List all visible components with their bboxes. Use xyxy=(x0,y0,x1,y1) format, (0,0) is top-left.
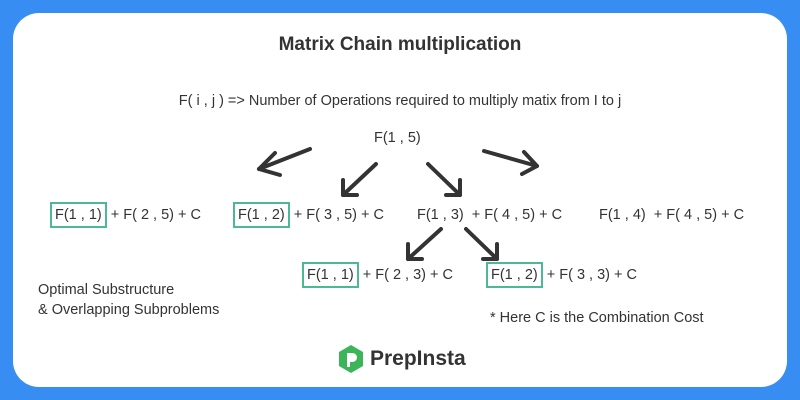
arrow-icon xyxy=(482,149,539,168)
arrow-icon xyxy=(341,162,378,197)
arrow-icon xyxy=(464,227,499,261)
diagram-card xyxy=(13,13,787,387)
repeated-subproblem-box: F(1 , 1) xyxy=(50,202,107,228)
arrow-head-icon xyxy=(341,178,359,197)
subproblem-f12-f35: F(1 , 2)+ F( 3 , 5) + C xyxy=(233,202,384,228)
arrow-icon xyxy=(426,162,462,197)
arrow-head-icon xyxy=(257,151,282,177)
cost-note: * Here C is the Combination Cost xyxy=(490,310,704,326)
logo-hexagon-icon xyxy=(339,345,363,373)
root-node: F(1 , 5) xyxy=(374,130,421,146)
page-title: Matrix Chain multiplication xyxy=(278,34,522,55)
logo-text: PrepInsta xyxy=(370,347,466,370)
arrow-head-icon xyxy=(444,178,462,197)
subproblem-f13-f45: F(1 , 3) + F( 4 , 5) + C xyxy=(417,207,563,223)
repeated-subproblem-box: F(1 , 2) xyxy=(233,202,290,228)
arrow-head-icon xyxy=(481,242,499,261)
properties-note: Optimal Substructure & Overlapping Subpr… xyxy=(38,282,220,318)
definition-text: F( i , j ) => Number of Operations requi… xyxy=(178,93,622,109)
repeated-subproblem-box: F(1 , 1) xyxy=(302,262,359,288)
subproblem-f11-f25: F(1 , 1)+ F( 2 , 5) + C xyxy=(50,202,201,228)
prepinsta-logo: PrepInsta xyxy=(338,344,466,374)
subproblem-f11-f23: F(1 , 1)+ F( 2 , 3) + C xyxy=(302,262,453,288)
arrow-head-icon xyxy=(520,150,539,176)
arrow-icon xyxy=(257,147,312,171)
subproblem-f12-f33: F(1 , 2)+ F( 3 , 3) + C xyxy=(486,262,637,288)
repeated-subproblem-box: F(1 , 2) xyxy=(486,262,543,288)
arrow-head-icon xyxy=(406,242,424,261)
arrow-icon xyxy=(406,227,443,261)
subproblem-f14-f45: F(1 , 4) + F( 4 , 5) + C xyxy=(599,207,745,223)
